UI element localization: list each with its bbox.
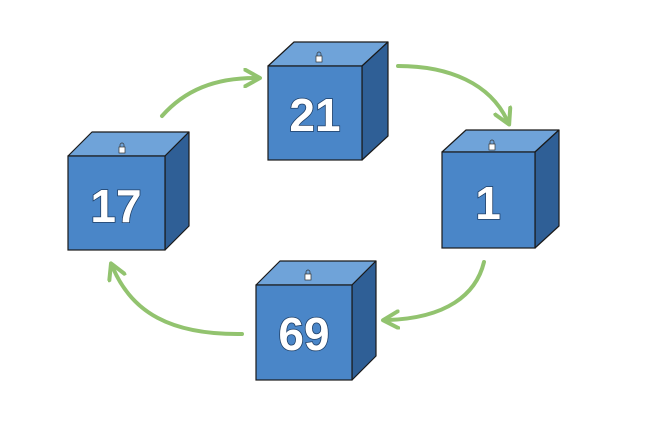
arrow-right-to-bottom (388, 260, 486, 320)
cube-front-face (441, 151, 536, 249)
lock-icon (304, 269, 312, 281)
cube-node-1: 1 (441, 129, 560, 249)
arrow-top-to-right (396, 64, 507, 120)
lock-icon (315, 51, 323, 63)
cube-node-17: 17 (67, 131, 190, 251)
node-label-21: 21 (289, 89, 340, 141)
node-label-69: 69 (278, 308, 329, 360)
lock-icon (118, 142, 126, 154)
node-label-1: 1 (475, 177, 501, 229)
arrows (113, 64, 507, 337)
cube-node-21: 21 (267, 41, 389, 161)
cube-front-face (255, 284, 353, 381)
node-label-17: 17 (90, 180, 141, 232)
arrow-bottom-to-left (113, 268, 244, 337)
cube-front-face (67, 155, 166, 251)
cube-front-face (267, 65, 363, 161)
cube-node-69: 69 (255, 260, 377, 381)
arrow-left-to-top (160, 78, 255, 118)
lock-icon (488, 139, 496, 151)
